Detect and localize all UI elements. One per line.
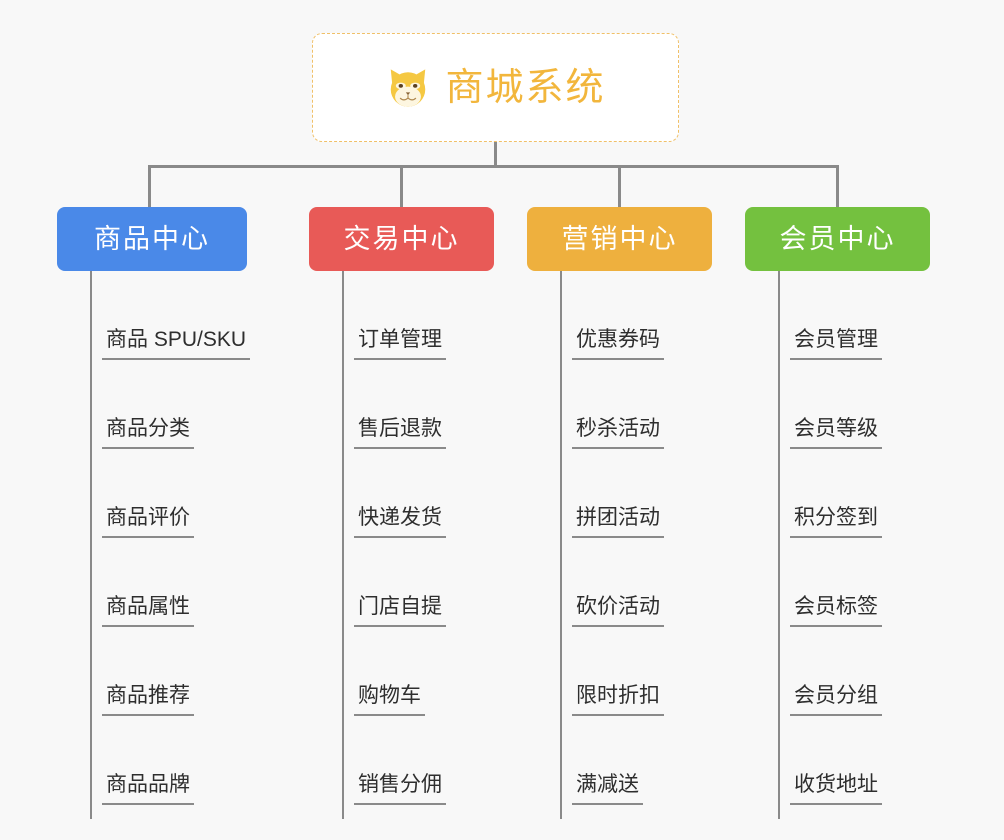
leaf-item-label: 会员标签 xyxy=(790,596,882,627)
leaf-item-label: 商品分类 xyxy=(102,418,194,449)
leaf-item-label: 商品品牌 xyxy=(102,774,194,805)
leaf-item-label: 秒杀活动 xyxy=(572,418,664,449)
leaf-item[interactable]: 会员分组 xyxy=(778,627,938,716)
leaf-item-label: 订单管理 xyxy=(354,329,446,360)
leaf-item-label: 售后退款 xyxy=(354,418,446,449)
leaf-item-label: 砍价活动 xyxy=(572,596,664,627)
leaf-item[interactable]: 拼团活动 xyxy=(560,449,720,538)
connector-horizontal-bus xyxy=(148,165,838,168)
leaf-item-label: 会员管理 xyxy=(790,329,882,360)
leaf-item-label: 购物车 xyxy=(354,685,425,716)
leaf-list-marketing-center: 优惠券码秒杀活动拼团活动砍价活动限时折扣满减送 xyxy=(560,271,720,805)
leaf-item-label: 商品推荐 xyxy=(102,685,194,716)
leaf-item[interactable]: 会员等级 xyxy=(778,360,938,449)
leaf-item[interactable]: 商品属性 xyxy=(90,538,250,627)
connector-drop-member-center xyxy=(836,165,839,207)
leaf-item-label: 会员分组 xyxy=(790,685,882,716)
category-header-trade-center[interactable]: 交易中心 xyxy=(309,207,494,271)
branch-trade-center: 交易中心 订单管理售后退款快递发货门店自提购物车销售分佣 xyxy=(309,207,494,819)
leaf-item-label: 商品属性 xyxy=(102,596,194,627)
branch-product-center: 商品中心 商品 SPU/SKU 商品分类商品评价商品属性商品推荐商品品牌 xyxy=(57,207,251,819)
shiba-dog-icon xyxy=(385,65,431,111)
leaf-item[interactable]: 快递发货 xyxy=(342,449,502,538)
connector-trunk-marketing-center xyxy=(560,271,562,819)
leaf-item[interactable]: 售后退款 xyxy=(342,360,502,449)
leaf-item-label: 满减送 xyxy=(572,774,643,805)
connector-root-stem xyxy=(494,142,497,167)
leaf-item[interactable]: 积分签到 xyxy=(778,449,938,538)
leaf-item[interactable]: 限时折扣 xyxy=(560,627,720,716)
leaf-item[interactable]: 订单管理 xyxy=(342,271,502,360)
leaf-item-label: 销售分佣 xyxy=(354,774,446,805)
leaf-item[interactable]: 销售分佣 xyxy=(342,716,502,805)
leaf-item-label: 优惠券码 xyxy=(572,329,664,360)
connector-drop-product-center xyxy=(148,165,151,207)
branch-member-center: 会员中心 会员管理会员等级积分签到会员标签会员分组收货地址 xyxy=(745,207,930,819)
connector-trunk-product-center xyxy=(90,271,92,819)
category-header-product-center[interactable]: 商品中心 xyxy=(57,207,247,271)
leaf-item[interactable]: 门店自提 xyxy=(342,538,502,627)
root-node-mall-system[interactable]: 商城系统 xyxy=(312,33,679,142)
leaf-item-label: 商品评价 xyxy=(102,507,194,538)
leaf-item[interactable]: 购物车 xyxy=(342,627,502,716)
branch-marketing-center: 营销中心 优惠券码秒杀活动拼团活动砍价活动限时折扣满减送 xyxy=(527,207,712,819)
leaf-item[interactable]: 商品推荐 xyxy=(90,627,250,716)
category-header-marketing-center[interactable]: 营销中心 xyxy=(527,207,712,271)
leaf-item[interactable]: 商品评价 xyxy=(90,449,250,538)
leaf-item[interactable]: 商品分类 xyxy=(90,360,250,449)
leaf-item[interactable]: 秒杀活动 xyxy=(560,360,720,449)
leaf-item-label: 拼团活动 xyxy=(572,507,664,538)
root-title: 商城系统 xyxy=(445,66,606,109)
leaf-item-label: 限时折扣 xyxy=(572,685,664,716)
leaf-item-label: 收货地址 xyxy=(790,774,882,805)
connector-drop-trade-center xyxy=(400,165,403,207)
leaf-item[interactable]: 会员标签 xyxy=(778,538,938,627)
leaf-item[interactable]: 商品 SPU/SKU xyxy=(90,271,251,360)
leaf-list-product-center: 商品 SPU/SKU 商品分类商品评价商品属性商品推荐商品品牌 xyxy=(90,271,251,805)
leaf-item[interactable]: 商品品牌 xyxy=(90,716,250,805)
leaf-item-label: 会员等级 xyxy=(790,418,882,449)
leaf-item-label: 快递发货 xyxy=(354,507,446,538)
connector-drop-marketing-center xyxy=(618,165,621,207)
connector-trunk-member-center xyxy=(778,271,780,819)
leaf-list-member-center: 会员管理会员等级积分签到会员标签会员分组收货地址 xyxy=(778,271,938,805)
leaf-item[interactable]: 优惠券码 xyxy=(560,271,720,360)
leaf-item-label: 积分签到 xyxy=(790,507,882,538)
leaf-item[interactable]: 满减送 xyxy=(560,716,720,805)
category-header-member-center[interactable]: 会员中心 xyxy=(745,207,930,271)
leaf-item[interactable]: 收货地址 xyxy=(778,716,938,805)
leaf-item[interactable]: 会员管理 xyxy=(778,271,938,360)
leaf-item-label: 商品 SPU/SKU xyxy=(102,329,251,360)
connector-trunk-trade-center xyxy=(342,271,344,819)
leaf-list-trade-center: 订单管理售后退款快递发货门店自提购物车销售分佣 xyxy=(342,271,502,805)
leaf-item[interactable]: 砍价活动 xyxy=(560,538,720,627)
leaf-item-label: 门店自提 xyxy=(354,596,446,627)
